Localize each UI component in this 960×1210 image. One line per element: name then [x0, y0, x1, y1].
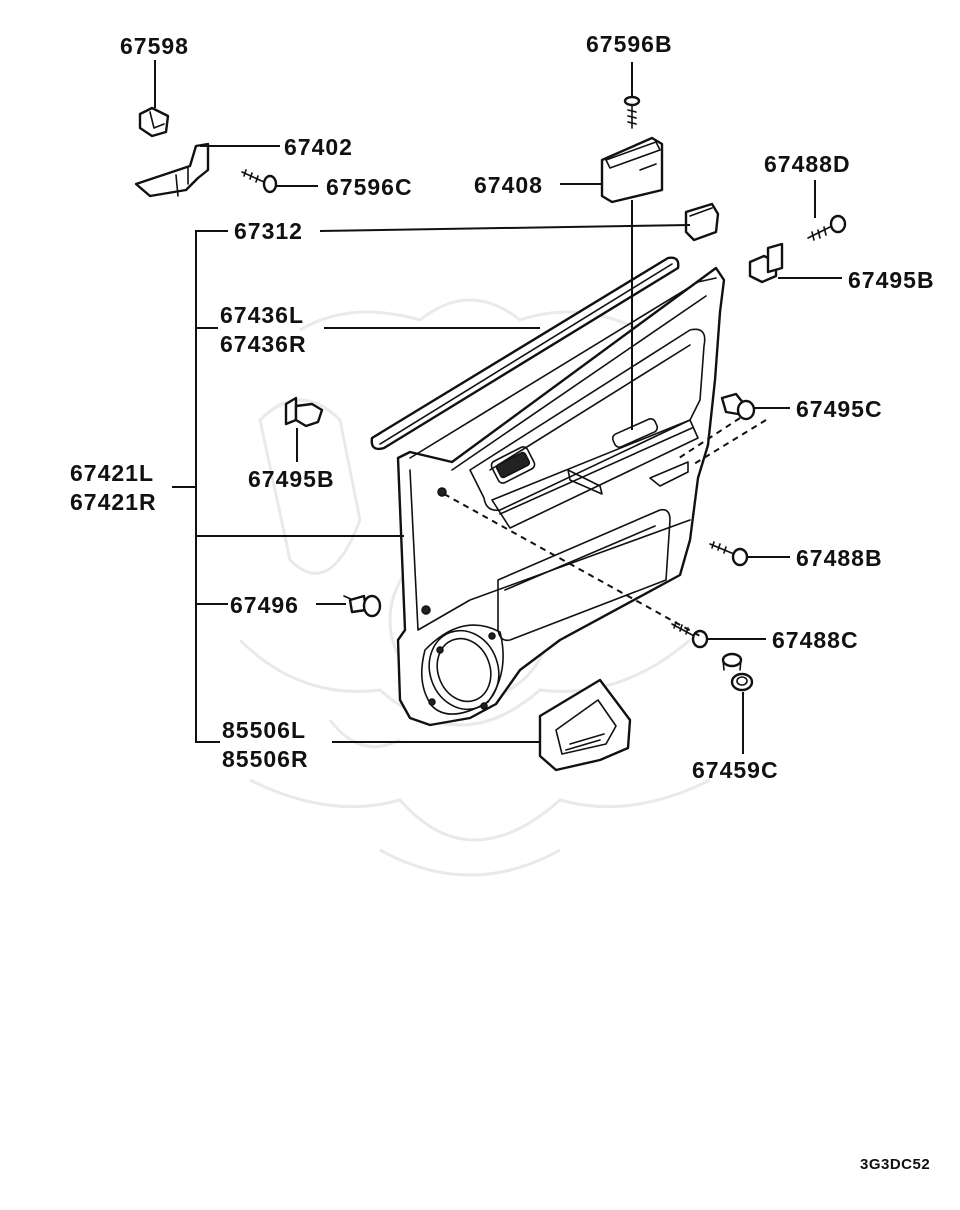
screw-67488c: [671, 621, 709, 649]
label-67488c: 67488C: [772, 627, 859, 653]
speaker-grille: [420, 624, 504, 715]
label-67402: 67402: [284, 134, 353, 160]
label-67596c: 67596C: [326, 174, 413, 200]
diagram-code: 3G3DC52: [860, 1156, 930, 1173]
label-67421l: 67421L: [70, 460, 154, 486]
label-67421r: 67421R: [70, 489, 157, 515]
label-67436r: 67436R: [220, 331, 307, 357]
label-67459c: 67459C: [692, 757, 779, 783]
screw-67488d: [807, 214, 847, 241]
label-67312: 67312: [234, 218, 303, 244]
grommet-67459c: [721, 652, 754, 692]
label-67598: 67598: [120, 33, 189, 59]
screw-67596c: [241, 169, 278, 194]
cover-85506: [538, 678, 632, 772]
cup-67408: [600, 136, 664, 204]
screw-67488b: [709, 541, 749, 567]
door-trim-panel: [396, 266, 726, 727]
fastener-67496: [343, 594, 382, 618]
dashed-guides: [443, 417, 767, 637]
clip-67598: [138, 106, 170, 138]
label-67495c: 67495C: [796, 396, 883, 422]
label-67488d: 67488D: [764, 151, 851, 177]
clip-67495b-top: [748, 242, 784, 284]
label-67495b-mid: 67495B: [248, 466, 335, 492]
clip-67495c: [720, 392, 756, 421]
clip-67312: [684, 202, 720, 242]
part-labels: 67598 67596B 67402 67596C 67408 67488D 6…: [70, 31, 935, 1173]
label-67408: 67408: [474, 172, 543, 198]
label-85506r: 85506R: [222, 746, 309, 772]
label-67496: 67496: [230, 592, 299, 618]
belt-weatherstrip: [370, 256, 680, 451]
label-67436l: 67436L: [220, 302, 304, 328]
clip-67495b-mid: [284, 396, 324, 428]
leader-lines: [154, 60, 842, 754]
label-67596b: 67596B: [586, 31, 673, 57]
bracket-67402: [134, 142, 210, 198]
label-67495b-top: 67495B: [848, 267, 935, 293]
label-85506l: 85506L: [222, 717, 306, 743]
label-67488b: 67488B: [796, 545, 883, 571]
screw-67596b: [623, 95, 641, 129]
